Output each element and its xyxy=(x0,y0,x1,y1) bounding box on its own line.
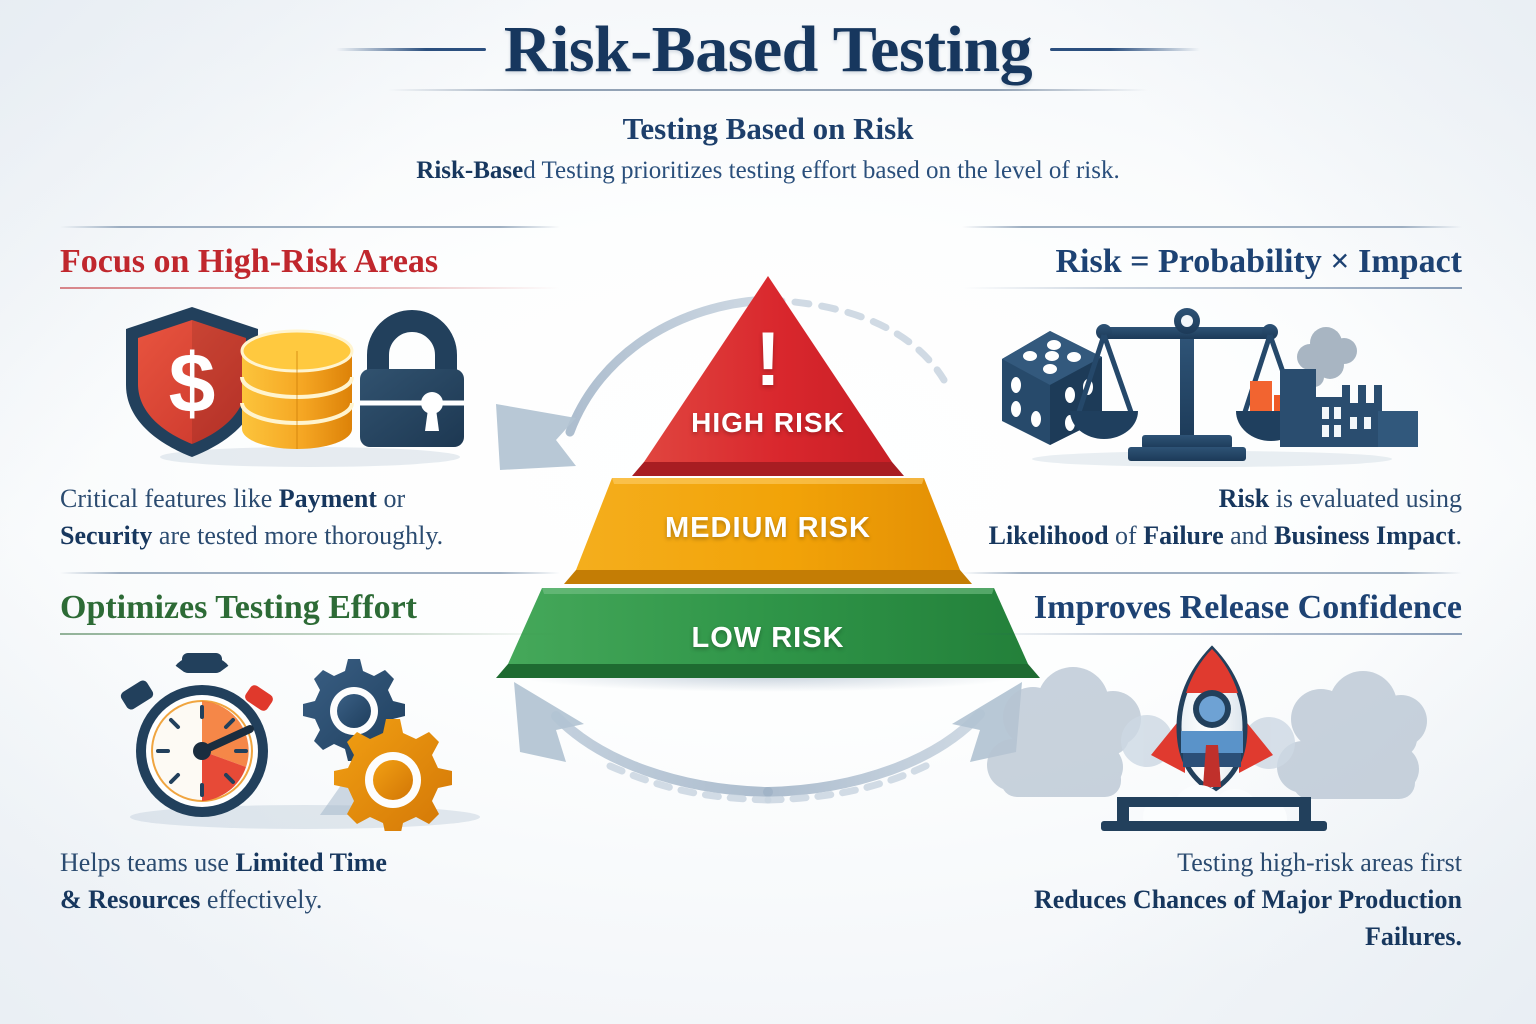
br-body-line-2: Reduces Chances of Major Production Fail… xyxy=(1033,884,1462,951)
pyramid-label-high: HIGH RISK xyxy=(691,407,845,438)
padlock-icon xyxy=(360,309,464,447)
icon-shadow xyxy=(160,446,460,467)
bl-body-bold-1: Limited Time xyxy=(235,847,387,877)
pyramid-tier-medium xyxy=(564,478,972,584)
dice-icon xyxy=(1002,330,1102,445)
br-body-line-1: Testing high-risk areas first xyxy=(1177,847,1462,877)
shield-dollar-icon: $ xyxy=(126,306,258,457)
heading-underline-bottom-right xyxy=(962,632,1462,635)
risk-pyramid: ! HIGH RISK MEDIUM RISK LOW RISK xyxy=(480,272,1056,692)
tl-body-tail-1: or xyxy=(376,483,406,513)
cloud-icon-right xyxy=(1277,670,1427,799)
title-underline xyxy=(388,89,1148,92)
page-title: Risk-Based Testing xyxy=(503,13,1033,86)
heading-underline-top-left xyxy=(60,286,560,289)
stopwatch-icon xyxy=(120,652,273,817)
alert-exclamation-icon: ! xyxy=(755,317,781,402)
quadrant-body-bottom-left: Helps teams use Limited Time & Resources… xyxy=(60,845,560,919)
divider-top-left xyxy=(60,226,560,228)
bottom-arc-arrow xyxy=(514,682,1022,804)
launch-pad-icon xyxy=(1101,784,1327,831)
balance-scale-icon xyxy=(1070,307,1306,461)
bl-body-bold-2: & Resources xyxy=(60,884,201,914)
title-rule-right xyxy=(1050,48,1201,52)
tr-body-mid-b: and xyxy=(1223,520,1275,550)
tr-body-line-1: is evaluated using xyxy=(1269,483,1462,513)
lede-text: Risk-Based Testing prioritizes testing e… xyxy=(0,157,1536,185)
icon-group-top-right xyxy=(962,295,1462,467)
tl-body-plain-2: are tested more thoroughly. xyxy=(152,520,444,550)
quadrant-risk-formula: Risk = Probability × Impact xyxy=(962,226,1462,555)
heading-underline-bottom-left xyxy=(60,632,560,635)
quadrant-body-bottom-right: Testing high-risk areas first Reduces Ch… xyxy=(962,845,1462,956)
quadrant-heading-top-left: Focus on High-Risk Areas xyxy=(60,243,439,280)
quadrant-body-top-left: Critical features like Payment or Securi… xyxy=(60,481,560,555)
coin-stack-icon xyxy=(240,329,354,449)
title-rule-left xyxy=(335,48,486,52)
pyramid-tier-high xyxy=(632,276,904,476)
lede-rest: d Testing prioritizes testing effort bas… xyxy=(523,157,1120,185)
bl-body-plain-2: effectively. xyxy=(200,884,323,914)
icon-group-top-left: $ xyxy=(60,295,560,467)
pyramid-label-low: LOW RISK xyxy=(691,622,845,654)
lede-bold: Risk-Base xyxy=(416,157,524,185)
gear-orange-icon xyxy=(334,718,452,831)
quadrant-optimizes-testing-effort: Optimizes Testing Effort xyxy=(60,572,560,919)
quadrant-heading-bottom-left: Optimizes Testing Effort xyxy=(60,589,417,626)
cloud-icon xyxy=(987,666,1141,797)
quadrant-heading-top-right: Risk = Probability × Impact xyxy=(1055,243,1463,280)
quadrant-body-top-right: Risk is evaluated using Likelihood of Fa… xyxy=(962,481,1462,555)
tr-body-tail: . xyxy=(1455,520,1463,550)
tl-body-bold-2: Security xyxy=(60,520,153,550)
divider-bottom-right xyxy=(962,572,1462,574)
tl-body-plain-1: Critical features like xyxy=(60,483,279,513)
divider-bottom-left xyxy=(60,572,560,574)
quadrant-heading-bottom-right: Improves Release Confidence xyxy=(1033,589,1462,626)
heading-underline-top-right xyxy=(962,286,1462,289)
divider-top-right xyxy=(962,226,1462,228)
tr-body-bold-a: Likelihood xyxy=(988,520,1109,550)
title-row: Risk-Based Testing xyxy=(0,16,1536,83)
subtitle: Testing Based on Risk xyxy=(622,111,914,147)
rocket-icon xyxy=(1151,645,1273,831)
tr-body-bold-c: Business Impact xyxy=(1274,520,1456,550)
tr-body-bold-b: Failure xyxy=(1143,520,1224,550)
pyramid-label-medium: MEDIUM RISK xyxy=(665,512,871,544)
quadrant-improves-release-confidence: Improves Release Confidence xyxy=(962,572,1462,955)
header: Risk-Based Testing Testing Based on Risk… xyxy=(0,0,1536,185)
icon-group-bottom-right xyxy=(962,641,1462,831)
tr-body-bold-lead: Risk xyxy=(1218,483,1270,513)
tr-body-mid-a: of xyxy=(1108,520,1144,550)
icon-group-bottom-left xyxy=(60,641,560,831)
pyramid-tier-low xyxy=(496,588,1040,678)
pyramid-svg xyxy=(496,276,1040,678)
factory-icon xyxy=(1280,326,1418,447)
tl-body-bold-1: Payment xyxy=(278,483,377,513)
bl-body-plain-1: Helps teams use xyxy=(60,847,236,877)
quadrant-focus-high-risk-areas: Focus on High-Risk Areas xyxy=(60,226,560,555)
svg-text:$: $ xyxy=(169,336,216,430)
